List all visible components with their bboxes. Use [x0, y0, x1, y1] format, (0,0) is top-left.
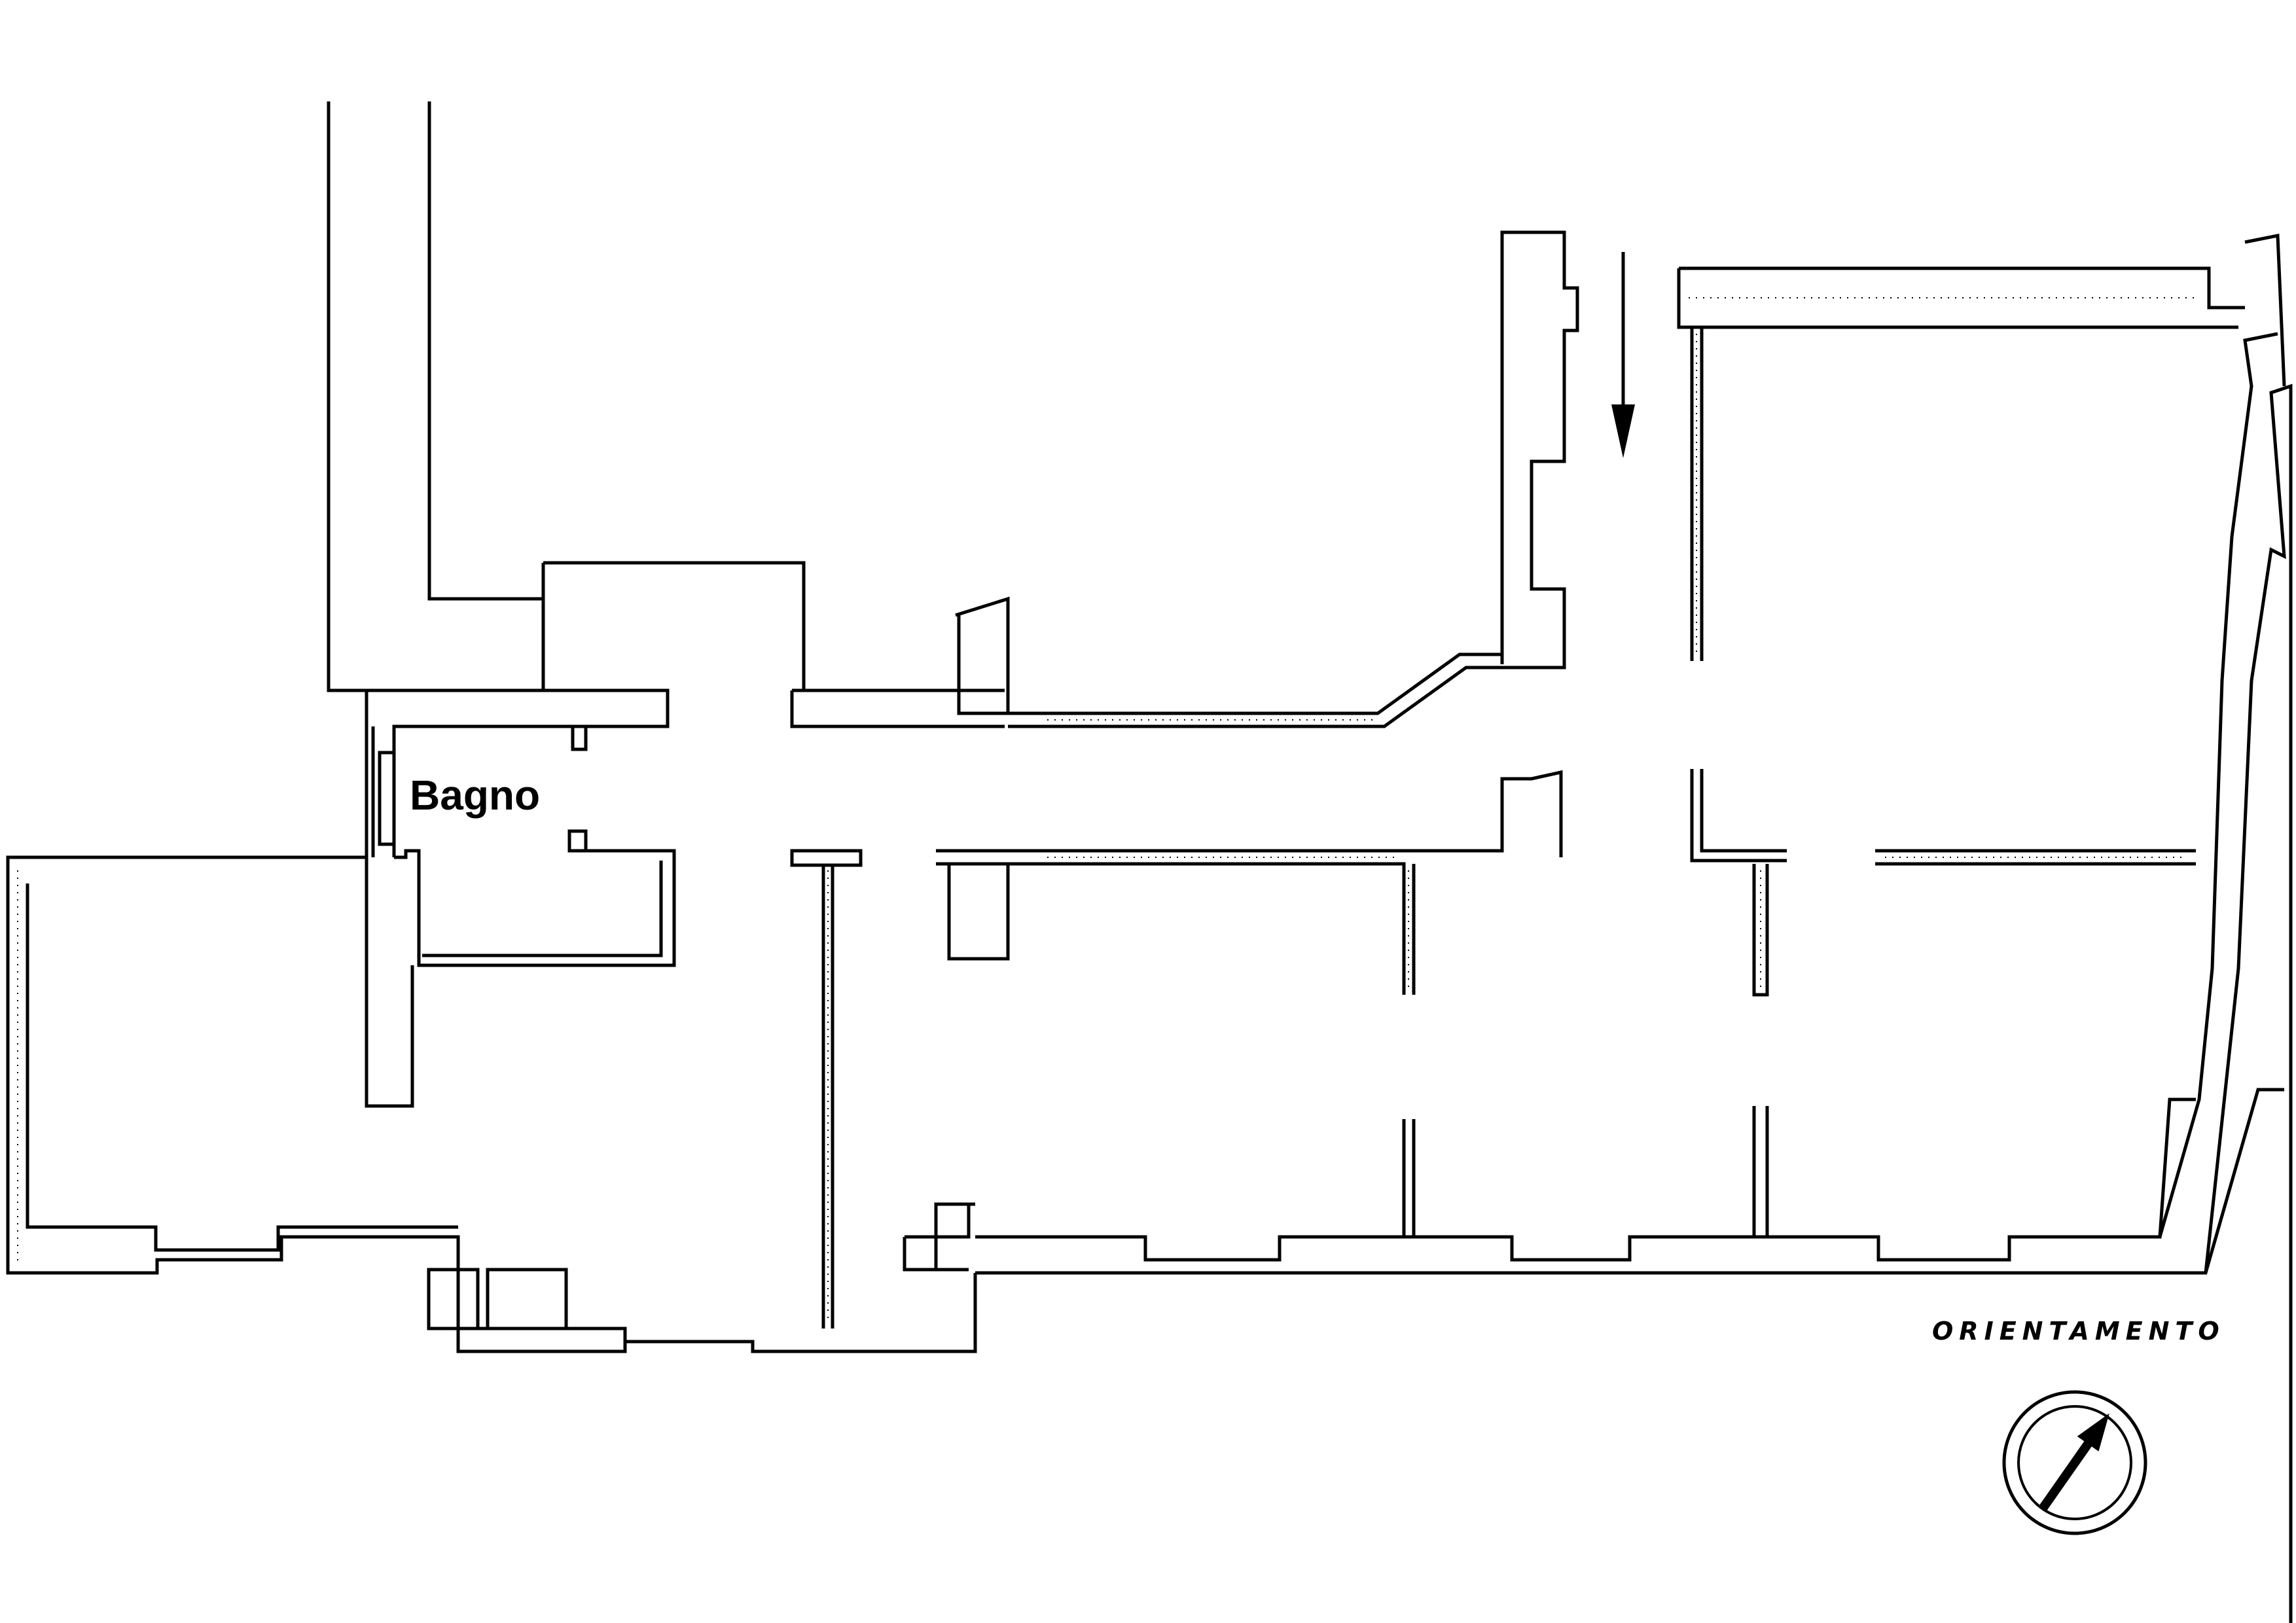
orientation-label: ORIENTAMENTO [1932, 1317, 2225, 1346]
interior-walls [427, 769, 2196, 1342]
courtyard-outline [327, 101, 806, 692]
wall-hatching [17, 297, 2199, 1322]
arrow-down-icon [1611, 252, 1635, 458]
compass-icon [2002, 1390, 2147, 1535]
room-label-bathroom: Bagno [410, 772, 541, 819]
north-arrow-icon [2038, 1413, 2109, 1512]
bathroom-walls [365, 726, 676, 1108]
exterior-walls [6, 233, 2293, 1623]
upper-walls [367, 230, 2245, 857]
